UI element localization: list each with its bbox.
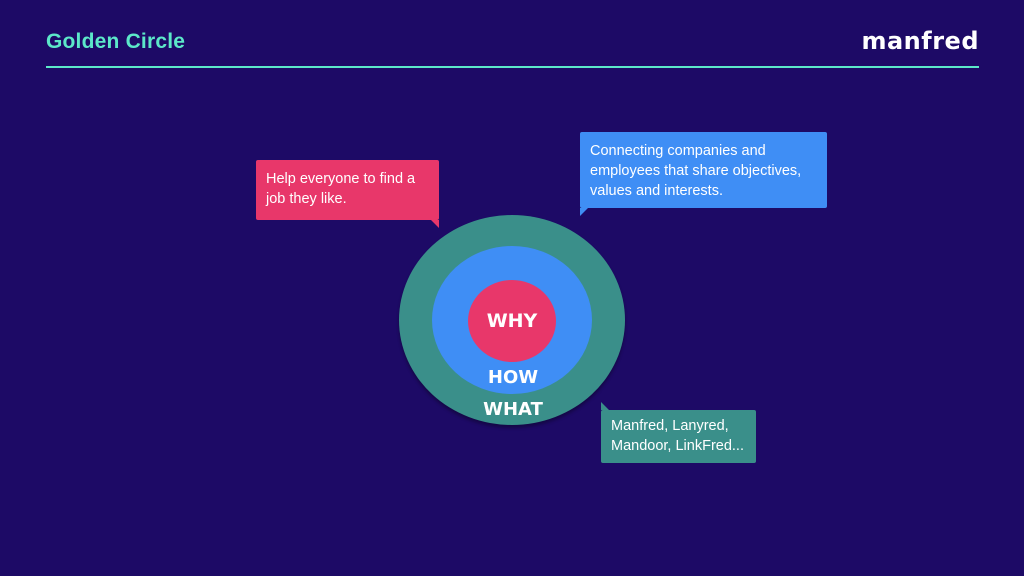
how-label: HOW <box>487 367 539 388</box>
why-ring <box>468 280 556 362</box>
page-title: Golden Circle <box>46 30 186 53</box>
header-divider <box>46 66 979 68</box>
what-callout: Manfred, Lanyred, Mandoor, LinkFred... <box>601 402 756 463</box>
what-label: WHAT <box>483 399 543 420</box>
manfred-logo: manfred <box>861 27 979 55</box>
why-label: WHY <box>486 310 538 332</box>
why-callout: Help everyone to find a job they like. <box>256 160 439 228</box>
how-callout: Connecting companies and employees that … <box>580 132 827 216</box>
